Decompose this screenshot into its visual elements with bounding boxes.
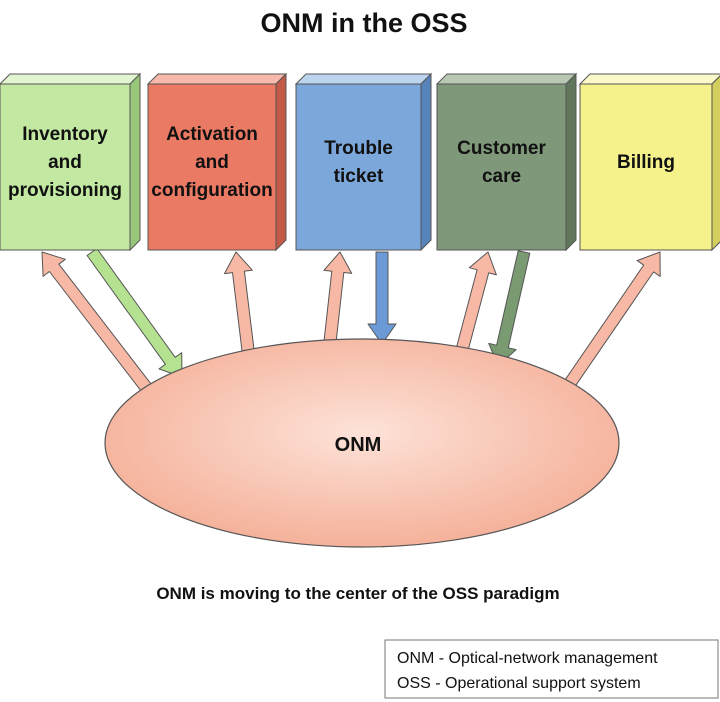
box-billing-top — [578, 73, 720, 85]
box-billing-side — [711, 75, 720, 252]
diagram-caption: ONM is moving to the center of the OSS p… — [156, 584, 559, 603]
legend-item-oss: OSS - Operational support system — [397, 675, 641, 692]
onm-center-label: ONM — [335, 434, 382, 456]
box-activation-side — [275, 72, 287, 252]
box-trouble-side — [420, 72, 432, 252]
box-customer-label-line: Customer — [457, 138, 546, 159]
flow-arrows — [41, 248, 661, 396]
box-inventory-label-line: and — [48, 152, 82, 173]
box-customer-side — [565, 72, 577, 252]
flow-arrow-customer-to-box — [455, 251, 497, 352]
box-customer: Customer care — [435, 72, 578, 252]
flow-arrow-inventory-to-box — [41, 251, 154, 395]
flow-arrow-inventory-to-onm — [86, 248, 183, 378]
flow-arrow-billing-to-box — [558, 251, 661, 396]
box-inventory-label-line: provisioning — [8, 180, 122, 201]
box-activation-top — [146, 73, 288, 85]
box-inventory-label-line: Inventory — [22, 124, 108, 145]
box-activation-front — [147, 83, 277, 251]
box-billing: Billing — [578, 73, 720, 252]
box-trouble-label-line: ticket — [334, 166, 384, 187]
legend-box: ONM - Optical-network management OSS - O… — [384, 639, 719, 699]
box-inventory-top — [0, 73, 142, 85]
box-billing-front — [579, 83, 713, 251]
box-activation-label-line: Activation — [166, 124, 258, 145]
box-trouble-label-line: Trouble — [324, 138, 393, 159]
box-activation-label-line: and — [195, 152, 229, 173]
box-trouble: Trouble ticket — [294, 72, 433, 252]
oss-boxes: Inventory and provisioning Activation and con… — [0, 72, 720, 252]
box-billing-label-line: Billing — [617, 152, 675, 173]
legend-item-onm: ONM - Optical-network management — [397, 650, 658, 667]
onm-ellipse: ONM — [104, 338, 620, 548]
box-inventory-side — [129, 72, 141, 252]
flow-arrow-customer-to-onm — [488, 250, 531, 367]
box-customer-top — [435, 73, 578, 85]
box-customer-label-line: care — [482, 166, 521, 187]
diagram-title: ONM in the OSS — [260, 8, 467, 38]
box-inventory: Inventory and provisioning — [0, 72, 142, 252]
box-trouble-top — [294, 73, 433, 85]
box-customer-front — [436, 83, 567, 251]
box-inventory-front — [0, 83, 131, 251]
flow-arrow-trouble-to-onm — [367, 251, 397, 345]
flow-arrow-activation-to-box — [224, 251, 255, 352]
legend-frame — [384, 639, 719, 699]
onm-ellipse-shape — [104, 338, 620, 548]
box-activation-label-line: configuration — [151, 180, 272, 201]
box-trouble-front — [295, 83, 422, 251]
box-activation: Activation and configuration — [146, 72, 288, 252]
flow-arrow-trouble-to-box — [323, 251, 353, 344]
